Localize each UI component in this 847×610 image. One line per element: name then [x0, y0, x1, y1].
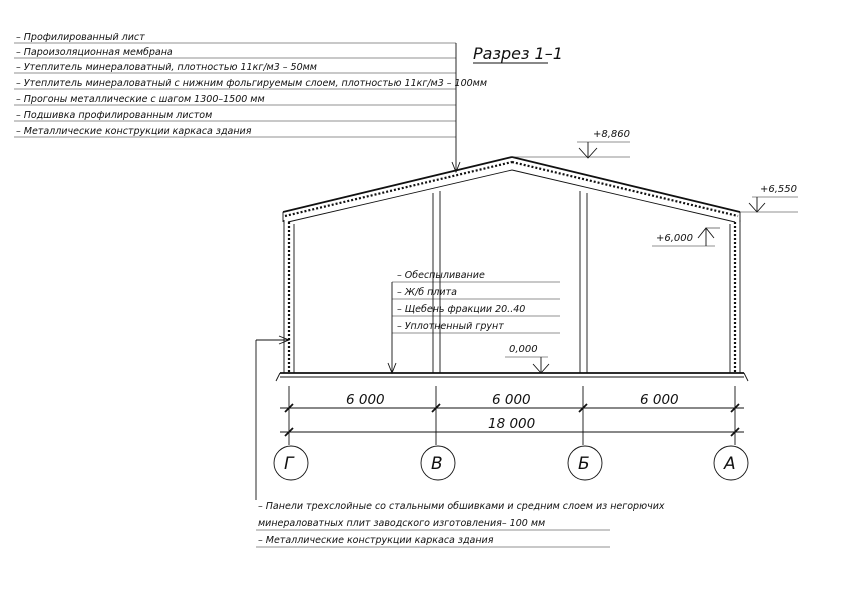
wall-layer-label: минераловатных плит заводского изготовле… [258, 518, 545, 529]
roof-layer-label: – Металлические конструкции каркаса здан… [16, 126, 252, 137]
elevation-eave: +6,550 [740, 184, 798, 213]
axis-label: А [723, 454, 736, 474]
wall-layer-label: – Панели трехслойные со стальными обшивк… [258, 501, 665, 512]
span-dimension-label: 6 000 [640, 392, 679, 408]
elevation-eave-label: +6,550 [760, 184, 797, 195]
elevation-ridge-label: +8,860 [593, 129, 630, 140]
section-title: Разрез 1–1 [473, 44, 563, 63]
elevation-ridge: +8,860 [512, 129, 630, 159]
roof-layer-legend: – Профилированный лист – Пароизоляционна… [14, 32, 487, 174]
roof-layer-label: – Подшивка профилированным листом [16, 110, 212, 121]
axis-label: Б [578, 454, 590, 474]
wall-layer-legend: – Панели трехслойные со стальными обшивк… [256, 501, 665, 548]
elevation-floor: 0,000 [505, 344, 550, 374]
axis-label: В [431, 454, 443, 474]
axis-bubble [713, 445, 749, 481]
roof-layer-label: – Профилированный лист [16, 32, 145, 43]
wall-layer-label: – Металлические конструкции каркаса здан… [258, 535, 494, 546]
elevation-floor-label: 0,000 [509, 344, 538, 355]
roof-layer-label: – Утеплитель минераловатный с нижним фол… [16, 78, 487, 89]
dimension-lines: 6 000 6 000 6 000 18 000 [280, 386, 744, 440]
axis-bubble [567, 445, 603, 481]
wall-leader [255, 335, 291, 500]
span-dimension-label: 6 000 [492, 392, 531, 408]
floor-layer-label: – Уплотненный грунт [397, 321, 504, 332]
axis-bubble [420, 445, 456, 481]
floor-layer-label: – Ж/б плита [397, 287, 457, 298]
roof-layer-label: – Прогоны металлические с шагом 1300–150… [16, 94, 265, 105]
floor-layer-legend: – Обеспыливание – Ж/б плита – Щебень фра… [387, 270, 560, 375]
span-dimension-label: 6 000 [346, 392, 385, 408]
total-dimension-label: 18 000 [488, 416, 535, 432]
elevation-inner: +6,000 [652, 227, 720, 247]
axis-bubble [273, 445, 309, 481]
floor-layer-label: – Обеспыливание [397, 270, 485, 281]
elevation-inner-label: +6,000 [656, 233, 693, 244]
floor-layer-label: – Щебень фракции 20..40 [397, 304, 525, 315]
building-section [275, 156, 749, 382]
roof-layer-label: – Утеплитель минераловатный, плотностью … [16, 62, 317, 73]
leader-arrow-icon [278, 335, 291, 345]
elevation-marker-icon [532, 363, 550, 374]
leader-arrow-icon [387, 362, 397, 375]
axis-label: Г [284, 454, 295, 474]
grid-axes: Г В Б А [273, 412, 749, 481]
leader-arrow-icon [451, 161, 461, 174]
elevation-marker-icon [578, 147, 598, 159]
roof-layer-label: – Пароизоляционная мембрана [16, 47, 173, 58]
